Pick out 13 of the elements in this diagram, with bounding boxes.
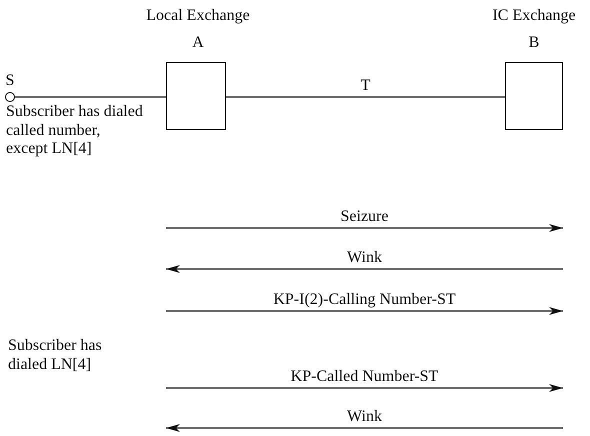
- exchange-title: IC Exchange: [492, 7, 576, 25]
- node-letter: B: [528, 34, 540, 52]
- exchange-title: Local Exchange: [146, 7, 250, 25]
- subscriber-note: Subscriber has dialed LN[4]: [8, 337, 103, 374]
- subscriber-note: Subscriber has dialed called number, except LN[4]: [6, 103, 144, 158]
- node-letter: A: [192, 34, 204, 52]
- signal-label: KP-I(2)-Calling Number-ST: [271, 291, 458, 308]
- exchange-box: [166, 62, 226, 130]
- terminal-circle: [5, 92, 15, 102]
- node-letter: S: [6, 72, 14, 90]
- exchange-box: [505, 62, 563, 130]
- trunk-line: [15, 96, 166, 98]
- trunk-line: [226, 96, 505, 98]
